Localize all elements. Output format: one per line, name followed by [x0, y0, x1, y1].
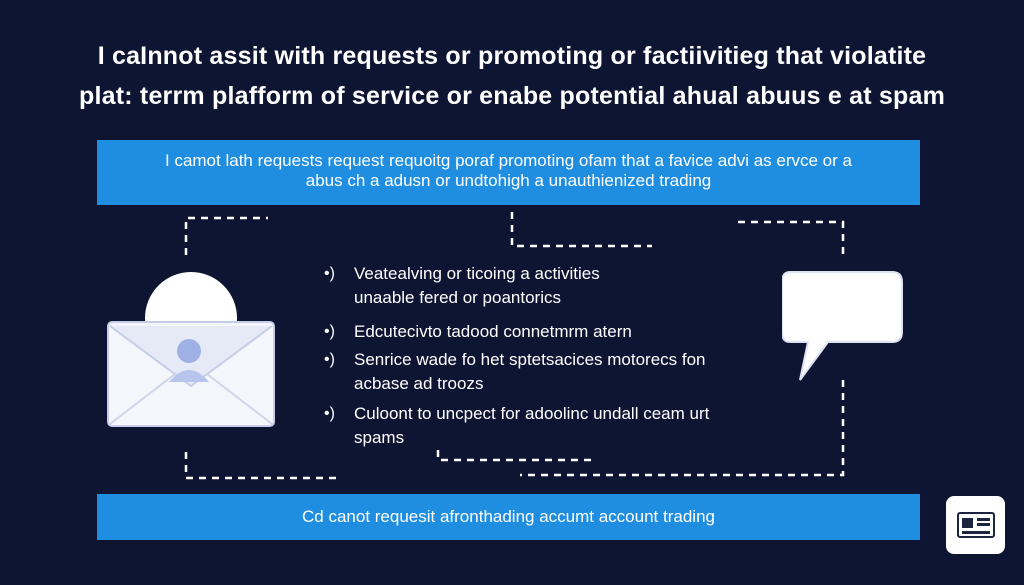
bullet-text: Veatealving or ticoing a activities unaa…	[354, 262, 600, 310]
headline: I caInnot assit with requests or promoti…	[0, 36, 1024, 116]
top-banner-line-1: I camot lath requests request requoitg p…	[165, 151, 852, 170]
connector-middle-bottom	[436, 450, 592, 462]
connector-right-bottom	[520, 380, 845, 477]
connector-left-top	[184, 216, 268, 255]
bullet-marker-icon: •)	[324, 405, 335, 422]
top-banner: I camot lath requests request requoitg p…	[97, 140, 920, 205]
bullet-marker-icon: •)	[324, 351, 335, 368]
connector-middle-top	[510, 212, 652, 248]
list-item: •) Culoont to uncpect for adoolinc undal…	[324, 402, 804, 450]
headline-line-1: I caInnot assit with requests or promoti…	[97, 42, 927, 70]
id-card-icon	[956, 512, 995, 538]
bottom-banner: Cd canot requesit afronthading accumt ac…	[97, 494, 920, 540]
speech-bubble-icon	[781, 270, 906, 387]
bullet-line: Edcutecivto tadood connetmrm atern	[354, 322, 632, 341]
connector-left-bottom	[184, 452, 338, 480]
bottom-banner-text: Cd canot requesit afronthading accumt ac…	[302, 507, 715, 526]
top-banner-line-2: abus ch a adusn or undtohigh a unauthien…	[305, 171, 712, 190]
list-item: •) Edcutecivto tadood connetmrm atern	[324, 320, 804, 344]
bullet-line: spams	[354, 428, 405, 447]
id-card-icon-button[interactable]	[946, 496, 1005, 554]
connector-right-top	[738, 220, 845, 255]
bullet-line: Culoont to uncpect for adoolinc undall c…	[354, 404, 710, 423]
bullet-line: Senrice wade fo het sptetsacices motorec…	[354, 350, 706, 369]
envelope-icon	[105, 270, 277, 435]
bullet-marker-icon: •)	[324, 265, 335, 282]
headline-line-2: plat: terrm plafform of service or enabe…	[79, 82, 945, 110]
list-item: •) Veatealving or ticoing a activities u…	[324, 262, 804, 310]
bullet-line: unaable fered or poantorics	[354, 288, 561, 307]
bullet-line: Veatealving or ticoing a activities	[354, 264, 600, 283]
bullet-marker-icon: •)	[324, 323, 335, 340]
list-item: •) Senrice wade fo het sptetsacices moto…	[324, 348, 804, 396]
bullet-text: Edcutecivto tadood connetmrm atern	[354, 320, 632, 344]
bullet-text: Senrice wade fo het sptetsacices motorec…	[354, 348, 706, 396]
bullet-list: •) Veatealving or ticoing a activities u…	[324, 262, 804, 454]
bullet-line: acbase ad troozs	[354, 374, 484, 393]
bullet-text: Culoont to uncpect for adoolinc undall c…	[354, 402, 709, 450]
